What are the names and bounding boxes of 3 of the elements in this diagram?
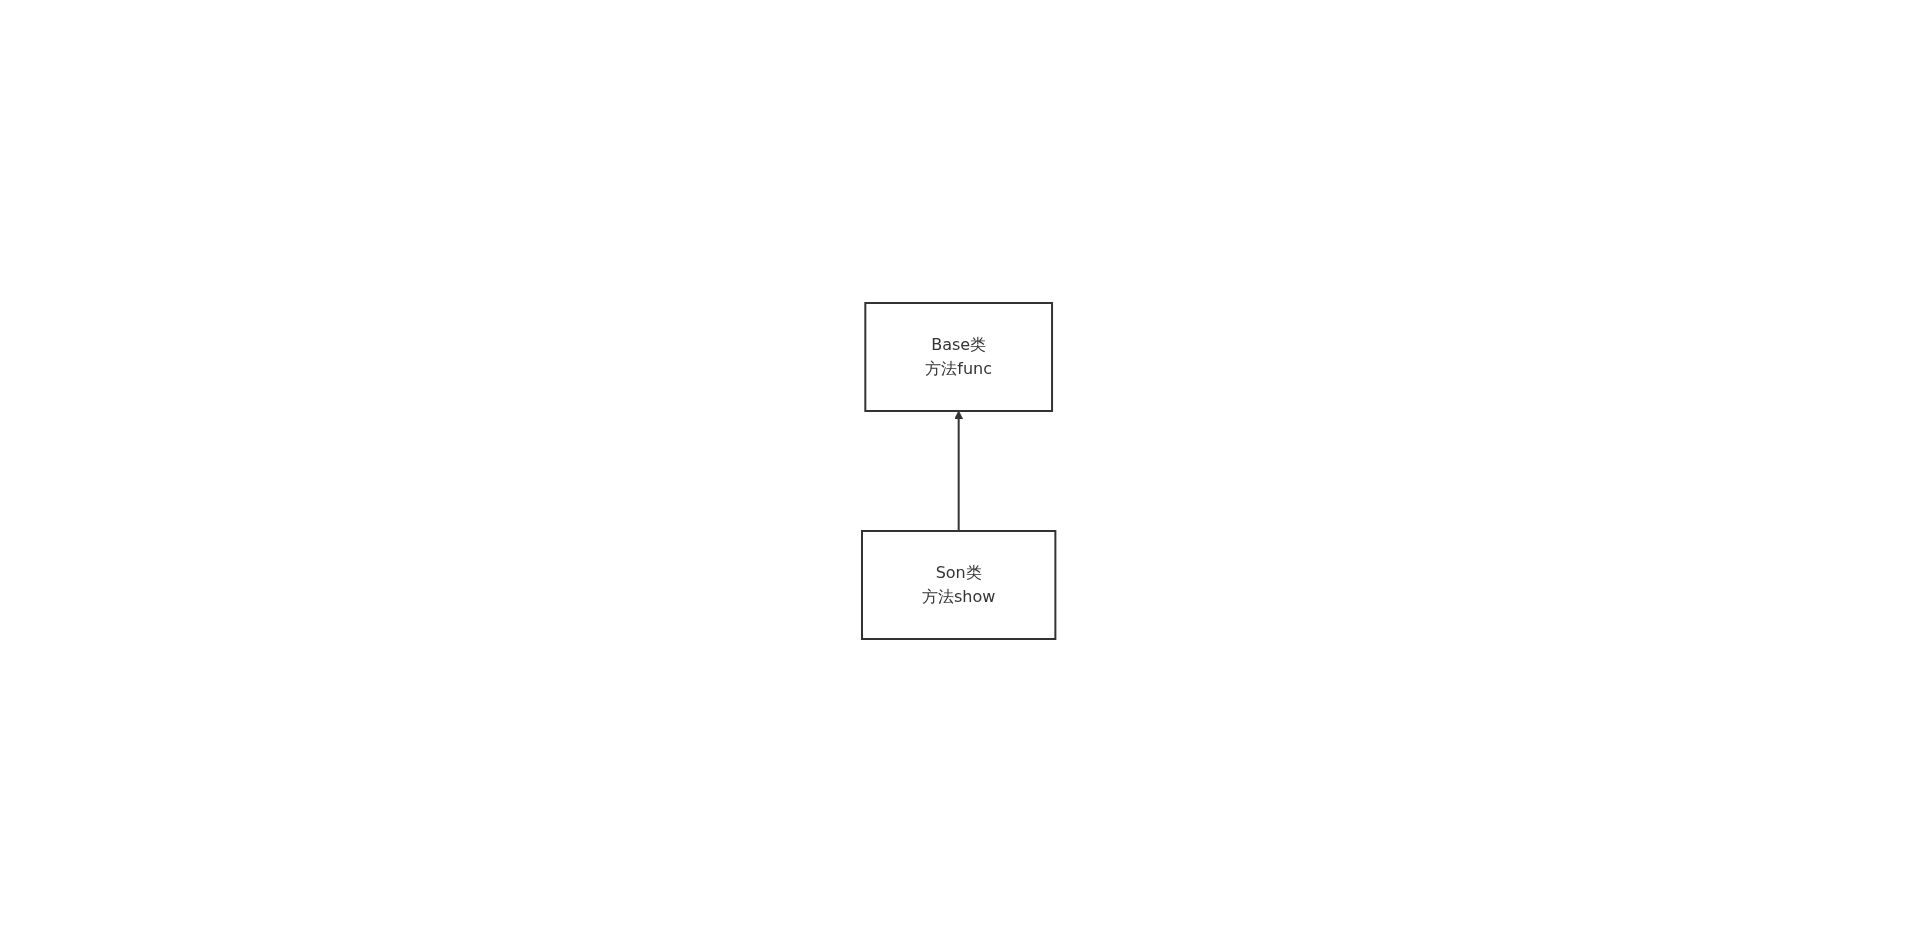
node-box: Base类 方法func: [864, 302, 1054, 412]
arrow: [954, 410, 964, 532]
node-box: Son类 方法show: [861, 530, 1057, 640]
